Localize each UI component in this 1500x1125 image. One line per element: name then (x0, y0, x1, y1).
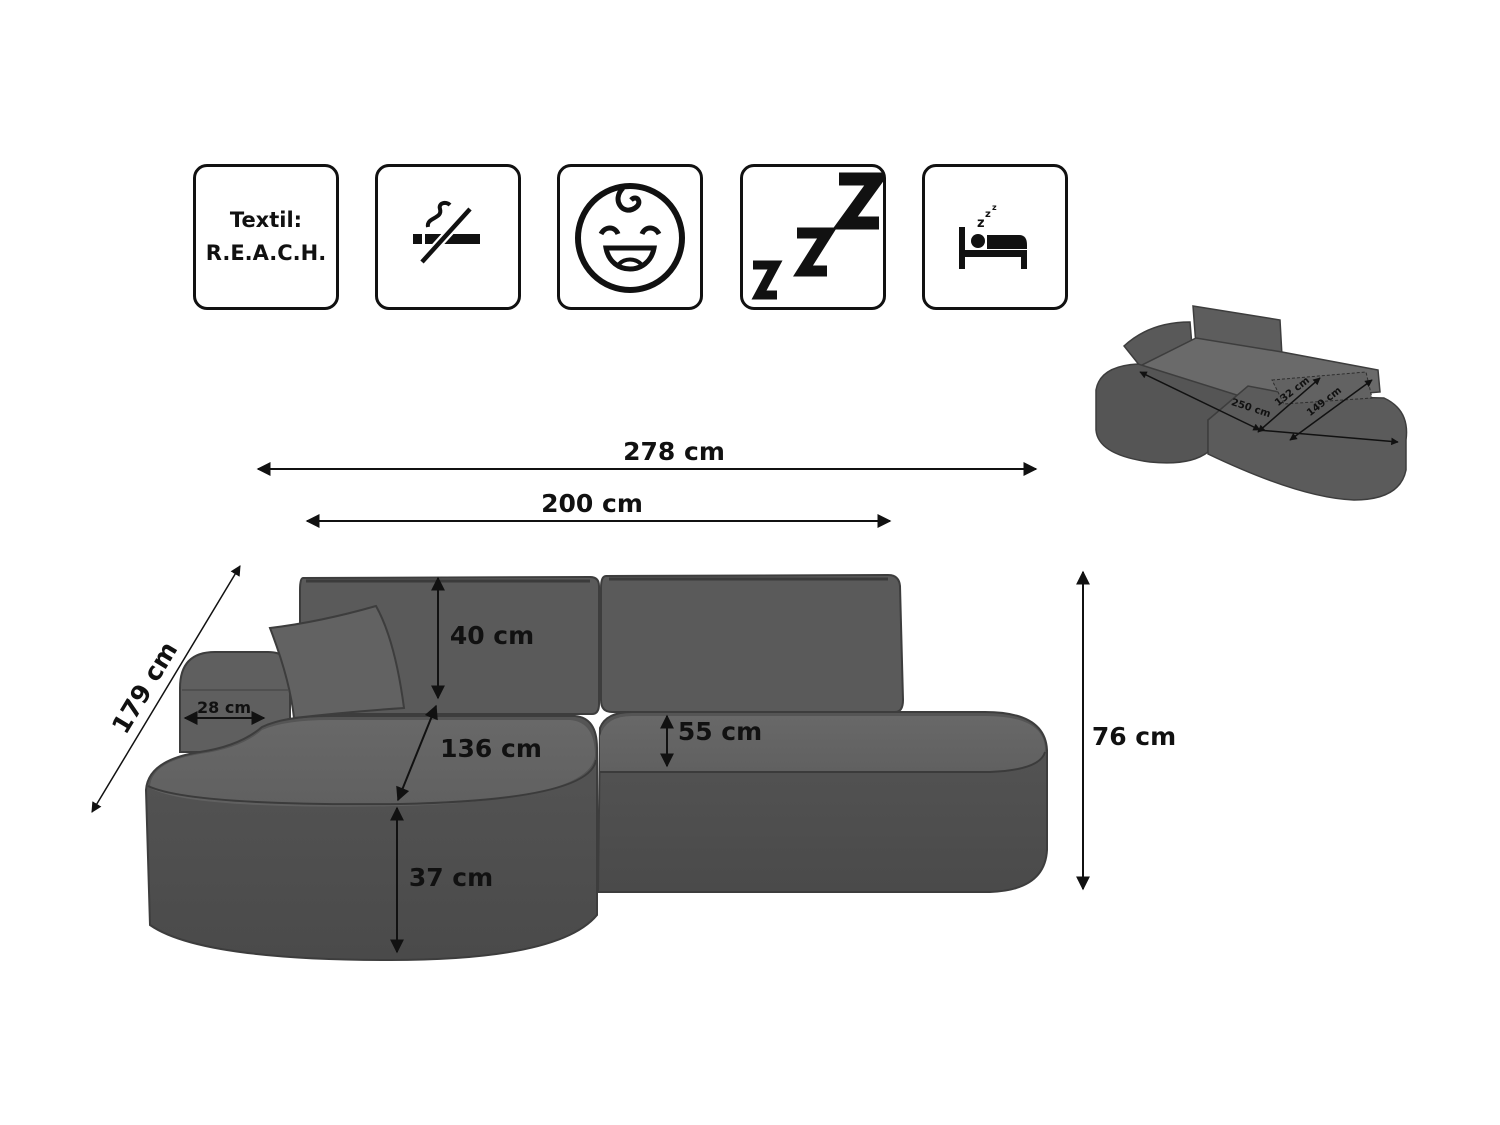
svg-text:z: z (977, 216, 985, 231)
sleep-depth-right-line (1289, 379, 1373, 441)
sleeping-bed-icon: z z z (959, 203, 1027, 269)
svg-text:z: z (992, 203, 997, 212)
svg-text:z: z (985, 209, 991, 220)
chaise-depth-label: 136 cm (440, 734, 542, 763)
sleep-width-line (1139, 371, 1261, 431)
feature-reach-textile: Textil: R.E.A.C.H. (193, 164, 339, 310)
reach-line-2: R.E.A.C.H. (205, 241, 327, 265)
feature-sleep-quality (740, 164, 886, 310)
seat-depth-label: 55 cm (678, 717, 762, 746)
no-smoking-icon (413, 200, 480, 266)
total-height-label: 76 cm (1092, 722, 1176, 751)
backrest-height-label: 40 cm (450, 621, 534, 650)
sleeping-mode-thumbnail: 250 cm 132 cm 149 cm (1095, 305, 1408, 501)
main-width-label: 200 cm (541, 489, 643, 518)
back-cushion-right (600, 573, 905, 713)
feature-sleeping-function: z z z (922, 164, 1068, 310)
dimension-lines (91, 462, 1090, 954)
total-width-label: 278 cm (623, 437, 725, 466)
seat-height-label: 37 cm (409, 863, 493, 892)
chaise-diagonal-line (91, 565, 241, 813)
feature-no-smoking (375, 164, 521, 310)
chaise-depth-line (396, 704, 438, 802)
reach-label: Textil: R.E.A.C.H. (206, 204, 326, 270)
armrest-width-label: 28 cm (197, 698, 251, 717)
sleep-zzz-icon (751, 172, 883, 300)
child-friendly-icon (575, 183, 685, 293)
sofa-illustration (144, 573, 1048, 962)
reach-line-1: Textil: (229, 208, 303, 232)
feature-child-friendly (557, 164, 703, 310)
